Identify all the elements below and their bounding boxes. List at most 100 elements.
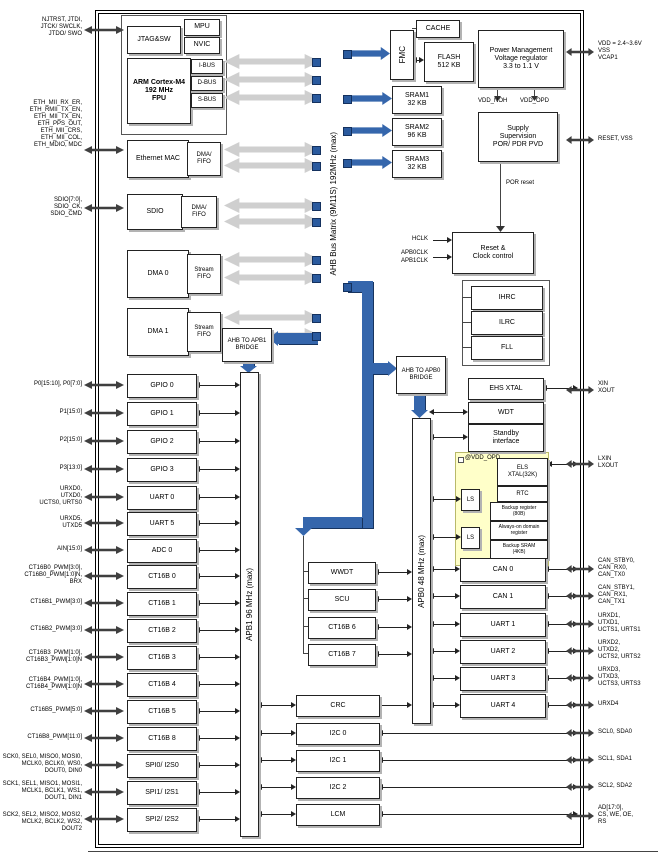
bus-port: [312, 162, 321, 171]
pins-uart2-label: UCTS2, URTS2: [598, 654, 641, 660]
hclk-label: HCLK: [411, 236, 428, 242]
fll-label: FLL: [500, 343, 514, 351]
spi1-i2s1: SPI1/ I2S1: [127, 781, 197, 805]
ahb-apb0-bridge-label: BRIDGE: [409, 375, 433, 381]
pins-ct16b4-arrow: [84, 680, 124, 688]
connector-arrow: [429, 593, 460, 600]
power-management-label: Voltage regulator: [494, 54, 548, 62]
pins-p1-label: P1[15:0]: [59, 409, 82, 415]
apb1-bus-label: APB1 96 MHz (max): [245, 568, 254, 641]
pins-uart0-label: UCTS0, URTS0: [39, 500, 82, 506]
ct16b1-label: CT16B 1: [148, 599, 176, 607]
pins-ct16b3-label: CT16B3_PWM[1:0]N: [25, 657, 82, 663]
sdio-dma-fifo-label: FIFO: [192, 212, 206, 218]
eth-dma-fifo: DMA/FIFO: [187, 142, 221, 176]
pins-uart5-label: URXD5,: [59, 516, 82, 522]
connector-arrow: [195, 494, 240, 501]
supply-supervision-label: Supervision: [499, 132, 537, 140]
pins-sdio-label: SDIO_CMD: [50, 211, 82, 217]
connector-arrow: [374, 624, 412, 631]
bus-arrowhead: [411, 410, 428, 418]
pins-reset: RESET, VSS: [598, 136, 660, 143]
connector-line: [303, 653, 308, 654]
nvic-label: NVIC: [193, 41, 211, 49]
pins-can1-arrow: [566, 592, 594, 600]
connector-line: [534, 86, 535, 96]
pins-ct16b1-label: CT16B1_PWM[3:0]: [30, 599, 82, 605]
power-management-label: Power Management: [489, 46, 553, 54]
ls-2-label: LS: [466, 534, 475, 541]
fmc-label: FMC: [397, 46, 407, 64]
gpio1: GPIO 1: [127, 402, 197, 426]
sdio: SDIO: [127, 194, 183, 230]
pins-can0-arrow: [566, 565, 594, 573]
els-xtal-label: ELS: [516, 465, 529, 472]
vdd-opd-region-label: @VDD_OPD: [465, 455, 501, 461]
bus-port: [312, 314, 321, 323]
apb0clk-label: APB0CLK: [400, 250, 428, 256]
can0: CAN 0: [460, 558, 546, 582]
arrowhead: [496, 226, 505, 232]
pins-uart2-label: URXD2,: [598, 640, 621, 646]
pins-i2c2-arrow: [566, 783, 594, 791]
pins-p2: P2[15:0]: [0, 437, 82, 444]
bus-port: [312, 146, 321, 155]
ahb-bus-matrix: AHB Bus Matrix (9M11S) 192MHz (max): [318, 36, 348, 372]
ct16b6: CT16B 6: [308, 617, 376, 639]
pins-sdio-label: SDIO_CK,: [53, 204, 82, 210]
connector-line: [500, 160, 501, 226]
connector-arrow: [429, 702, 460, 709]
connector-arrow: [257, 757, 296, 764]
bus-port: [312, 94, 321, 103]
adc0: ADC 0: [127, 539, 197, 563]
uart0: UART 0: [127, 486, 197, 510]
power-management-label: 3.3 to 1.1 V: [503, 63, 539, 71]
connector-line: [462, 297, 463, 347]
connector-arrow: [257, 811, 296, 818]
connector-line: [412, 28, 416, 29]
pins-adc: AIN[15:0]: [0, 546, 82, 553]
sram1-label: SRAM1: [404, 91, 430, 99]
connector-arrow: [430, 237, 452, 244]
crc-label: CRC: [330, 701, 346, 709]
connector-arrow: [429, 648, 460, 655]
scu-label: SCU: [334, 595, 350, 603]
bus-arrowhead: [240, 366, 257, 373]
pins-eth: ETH_MII_RX_ER,ETH_RMII_TX_EN,ETH_MII_TX_…: [0, 100, 82, 149]
bus-arrowhead: [295, 528, 312, 536]
por-reset-label: POR reset: [506, 180, 535, 186]
gpio3-label: GPIO 3: [150, 465, 174, 473]
always-on-domain-register-label: Always-on domain: [498, 523, 540, 530]
supply-supervision-label: Supply: [507, 124, 529, 132]
spi2-i2s2-label: SPI2/ I2S2: [145, 815, 179, 823]
connector-arrow: [195, 410, 240, 417]
backup-register: Backup register(80B): [490, 502, 548, 521]
arrowhead: [531, 96, 538, 101]
pins-uart0-label: URXD0,: [59, 486, 82, 492]
pins-eth-label: ETH_MII_TX_EN,: [33, 114, 82, 120]
pins-spi1-arrow: [84, 788, 124, 796]
pins-uart5-arrow: [84, 519, 124, 527]
pins-uart3-label: UCTS3, URTS3: [598, 681, 641, 687]
lcm: LCM: [296, 804, 380, 826]
cache: CACHE: [416, 20, 460, 38]
pins-spi0-label: MCLK0, BCLK0, WS0,: [21, 761, 82, 767]
pins-lxtal-label: LXOUT: [598, 463, 619, 469]
pins-spi2: SCK2, SEL2, MISO2, MOSI2,MCLK2, BCLK2, W…: [0, 812, 82, 833]
reset-clock-control: Reset &Clock control: [452, 232, 534, 274]
eth-dma-fifo-label: DMA/: [196, 152, 212, 159]
dma0-stream-fifo-label: FIFO: [197, 274, 211, 280]
dma0-stream-fifo-label: Stream: [194, 267, 214, 274]
pins-spi1-label: DOUT1, DIN1: [44, 795, 82, 801]
pins-ct16b5-label: CT16B5_PWM[5:0]: [30, 707, 82, 713]
connector-line: [88, 851, 658, 852]
connector-line: [462, 297, 471, 298]
connector-arrow: [257, 784, 296, 791]
connector-arrow: [412, 57, 424, 64]
flash-label: 512 KB: [437, 62, 461, 69]
apb1clk-label: APB1CLK: [400, 258, 428, 264]
ct16b4-label: CT16B 4: [148, 680, 176, 688]
pins-ct16b3: CT16B3_PWM[1:0],CT16B3_PWM[1:0]N: [0, 650, 82, 664]
i-bus: I-BUS: [191, 59, 223, 74]
ahb-bus-path: [362, 281, 373, 376]
